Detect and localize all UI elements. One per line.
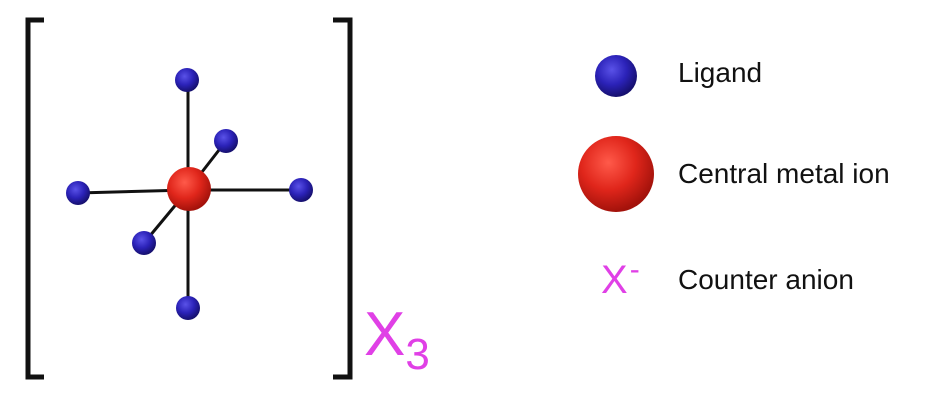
- counter-ion-formula: X3: [364, 304, 430, 377]
- ligand-front-left: [132, 231, 156, 255]
- ligand-left: [66, 181, 90, 205]
- ligands: [66, 68, 313, 320]
- legend-anion-label: Counter anion: [678, 264, 854, 295]
- legend-anion-symbol: X-: [601, 255, 640, 302]
- left-bracket: [25, 17, 44, 380]
- ligand-right: [289, 178, 313, 202]
- ligand-top: [175, 68, 199, 92]
- ligand-back-right: [214, 129, 238, 153]
- legend-metal-label: Central metal ion: [678, 158, 890, 189]
- counter-ion-symbol: X: [364, 300, 406, 369]
- legend-anion-letter: X: [601, 258, 628, 302]
- legend-ligand-label: Ligand: [678, 57, 763, 88]
- ligand-bottom: [176, 296, 200, 320]
- legend-ligand-symbol: [595, 55, 637, 97]
- counter-ion-count: 3: [405, 330, 430, 379]
- central-metal-ion: [167, 167, 211, 211]
- right-bracket: [333, 17, 353, 380]
- legend-anion-charge: -: [629, 253, 640, 286]
- legend-metal-symbol: [578, 136, 654, 212]
